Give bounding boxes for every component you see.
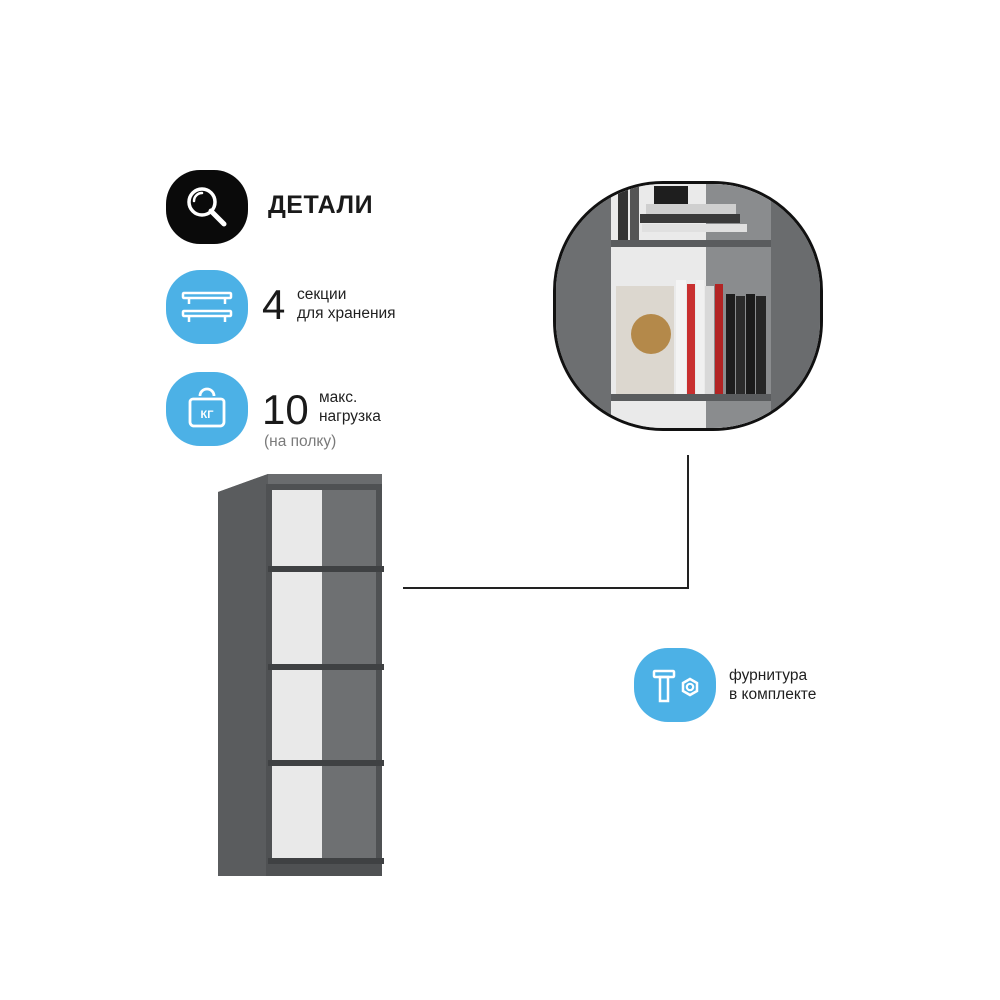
bookcase-image (218, 474, 384, 876)
connector-horizontal (403, 587, 689, 589)
sections-number: 4 (262, 281, 286, 328)
load-line2: нагрузка (319, 408, 381, 425)
sections-badge (166, 270, 248, 344)
connector-vertical (687, 455, 689, 588)
shelves-icon (181, 291, 233, 322)
magnifier-icon (187, 187, 227, 227)
bolt-nut-icon (652, 669, 699, 703)
details-badge (166, 170, 248, 244)
fittings-line2: в комплекте (729, 686, 817, 703)
fittings-line1: фурнитура (729, 667, 808, 684)
details-title: ДЕТАЛИ (268, 191, 374, 219)
fittings-badge (634, 648, 716, 722)
load-line1: макс. (319, 389, 358, 406)
load-badge: КГ (166, 372, 248, 446)
sections-line1: секции (297, 286, 347, 303)
weight-kg-text: КГ (201, 409, 215, 421)
load-note: (на полку) (264, 433, 337, 450)
shelf-closeup-image (556, 184, 820, 428)
zoom-detail-circle (553, 181, 823, 431)
weight-kg-icon: КГ (188, 387, 226, 428)
sections-line2: для хранения (297, 305, 396, 322)
load-number: 10 (262, 386, 309, 433)
